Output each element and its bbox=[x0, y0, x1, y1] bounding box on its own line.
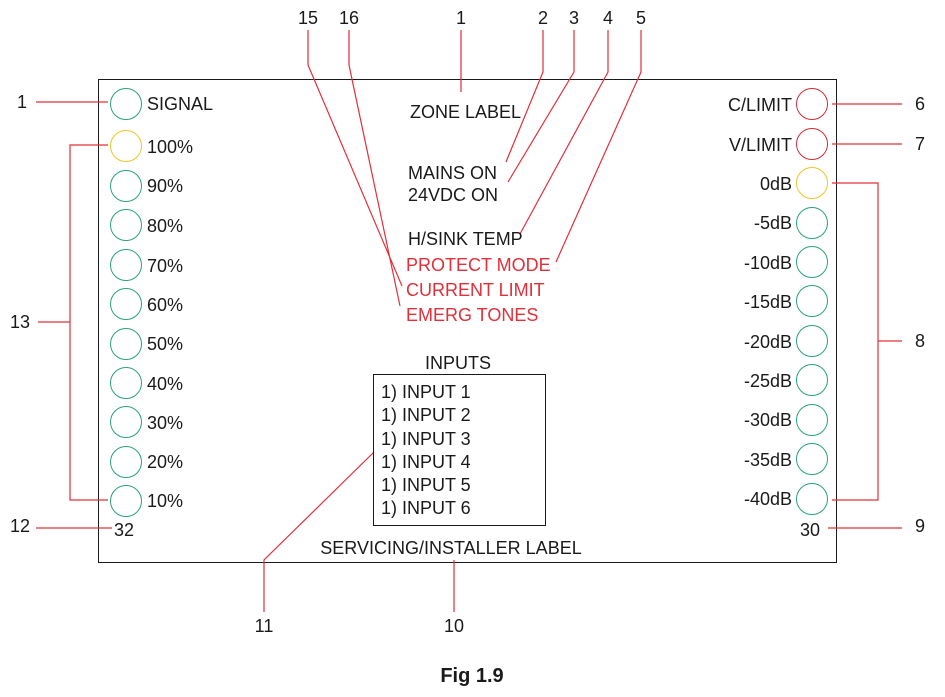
front-panel bbox=[98, 79, 837, 563]
led-label-70: 70% bbox=[147, 256, 184, 276]
callout-11: 11 bbox=[254, 616, 274, 636]
led-label-30: 30% bbox=[147, 413, 184, 433]
servicing-installer-label: SERVICING/INSTALLER LABEL bbox=[320, 538, 582, 558]
led-20 bbox=[110, 446, 142, 478]
led-80 bbox=[110, 209, 142, 241]
callout-3: 3 bbox=[568, 8, 580, 28]
led-minus25db bbox=[796, 364, 828, 396]
input-item-5: 1) INPUT 5 bbox=[381, 475, 471, 495]
led-label-60: 60% bbox=[147, 295, 184, 315]
callout-12: 12 bbox=[9, 516, 31, 536]
callout-15: 15 bbox=[297, 8, 319, 28]
leader-8-bracket bbox=[832, 182, 879, 501]
led-40 bbox=[110, 367, 142, 399]
led-label-100: 100% bbox=[147, 137, 194, 157]
led-minus30db bbox=[796, 404, 828, 436]
leader-2 bbox=[505, 30, 544, 163]
input-item-3: 1) INPUT 3 bbox=[381, 429, 471, 449]
leader-11 bbox=[263, 451, 375, 612]
led-minus5db bbox=[796, 207, 828, 239]
led-label-minus5db: -5dB bbox=[753, 213, 792, 233]
led-label-minus10db: -10dB bbox=[743, 253, 792, 273]
mains-on-label: MAINS ON bbox=[408, 163, 498, 183]
inputs-box bbox=[373, 374, 546, 526]
led-0db bbox=[796, 167, 828, 199]
callout-9: 9 bbox=[914, 516, 926, 536]
led-100 bbox=[110, 130, 142, 162]
leader-15 bbox=[307, 30, 403, 287]
led-10 bbox=[110, 485, 142, 517]
callout-8: 8 bbox=[914, 331, 926, 351]
led-label-90: 90% bbox=[147, 176, 184, 196]
led-label-minus35db: -35dB bbox=[743, 450, 792, 470]
input-item-2: 1) INPUT 2 bbox=[381, 405, 471, 425]
led-minus20db bbox=[796, 325, 828, 357]
figure-caption: Fig 1.9 bbox=[440, 665, 504, 687]
led-c-limit bbox=[796, 88, 828, 120]
leader-4 bbox=[519, 30, 609, 235]
led-70 bbox=[110, 249, 142, 281]
right-count: 30 bbox=[800, 520, 821, 540]
leader-3 bbox=[507, 30, 575, 183]
led-30 bbox=[110, 406, 142, 438]
callout-1-left: 1 bbox=[16, 92, 28, 112]
led-label-20: 20% bbox=[147, 452, 184, 472]
led-label-v-limit: V/LIMIT bbox=[728, 135, 792, 155]
hsink-temp-label: H/SINK TEMP bbox=[408, 229, 523, 249]
led-90 bbox=[110, 170, 142, 202]
led-minus40db bbox=[796, 483, 828, 515]
led-minus35db bbox=[796, 443, 828, 475]
led-label-minus20db: -20dB bbox=[743, 332, 792, 352]
led-label-minus15db: -15dB bbox=[743, 292, 792, 312]
callout-2: 2 bbox=[537, 8, 549, 28]
led-label-50: 50% bbox=[147, 334, 184, 354]
callout-4: 4 bbox=[602, 8, 614, 28]
led-label-0db: 0dB bbox=[759, 174, 792, 194]
protect-mode-label: PROTECT MODE bbox=[406, 255, 551, 275]
led-label-40: 40% bbox=[147, 374, 184, 394]
led-label-80: 80% bbox=[147, 216, 184, 236]
input-item-4: 1) INPUT 4 bbox=[381, 452, 471, 472]
callout-1-top: 1 bbox=[455, 8, 467, 28]
led-label-minus30db: -30dB bbox=[743, 410, 792, 430]
input-item-1: 1) INPUT 1 bbox=[381, 382, 471, 402]
inputs-title: INPUTS bbox=[425, 353, 492, 373]
current-limit-label: CURRENT LIMIT bbox=[406, 280, 545, 300]
led-label-minus25db: -25dB bbox=[743, 371, 792, 391]
led-label-signal: SIGNAL bbox=[147, 94, 214, 114]
callout-7: 7 bbox=[914, 134, 926, 154]
led-signal bbox=[110, 88, 142, 120]
leader-5 bbox=[555, 30, 642, 263]
callout-16: 16 bbox=[338, 8, 360, 28]
led-label-minus40db: -40dB bbox=[743, 489, 792, 509]
callout-6: 6 bbox=[914, 94, 926, 114]
left-count: 32 bbox=[114, 520, 135, 540]
callout-5: 5 bbox=[635, 8, 647, 28]
emerg-tones-label: EMERG TONES bbox=[406, 305, 539, 325]
leader-13-top bbox=[69, 144, 108, 501]
callout-13: 13 bbox=[9, 312, 31, 332]
led-label-c-limit: C/LIMIT bbox=[727, 95, 792, 115]
leader-16 bbox=[348, 30, 401, 307]
callout-10: 10 bbox=[443, 616, 465, 636]
led-60 bbox=[110, 288, 142, 320]
led-v-limit bbox=[796, 128, 828, 160]
input-item-6: 1) INPUT 6 bbox=[381, 498, 471, 518]
dc-on-label: 24VDC ON bbox=[408, 185, 499, 205]
led-label-10: 10% bbox=[147, 491, 184, 511]
led-minus15db bbox=[796, 285, 828, 317]
led-minus10db bbox=[796, 246, 828, 278]
zone-label: ZONE LABEL bbox=[410, 102, 522, 122]
led-50 bbox=[110, 328, 142, 360]
